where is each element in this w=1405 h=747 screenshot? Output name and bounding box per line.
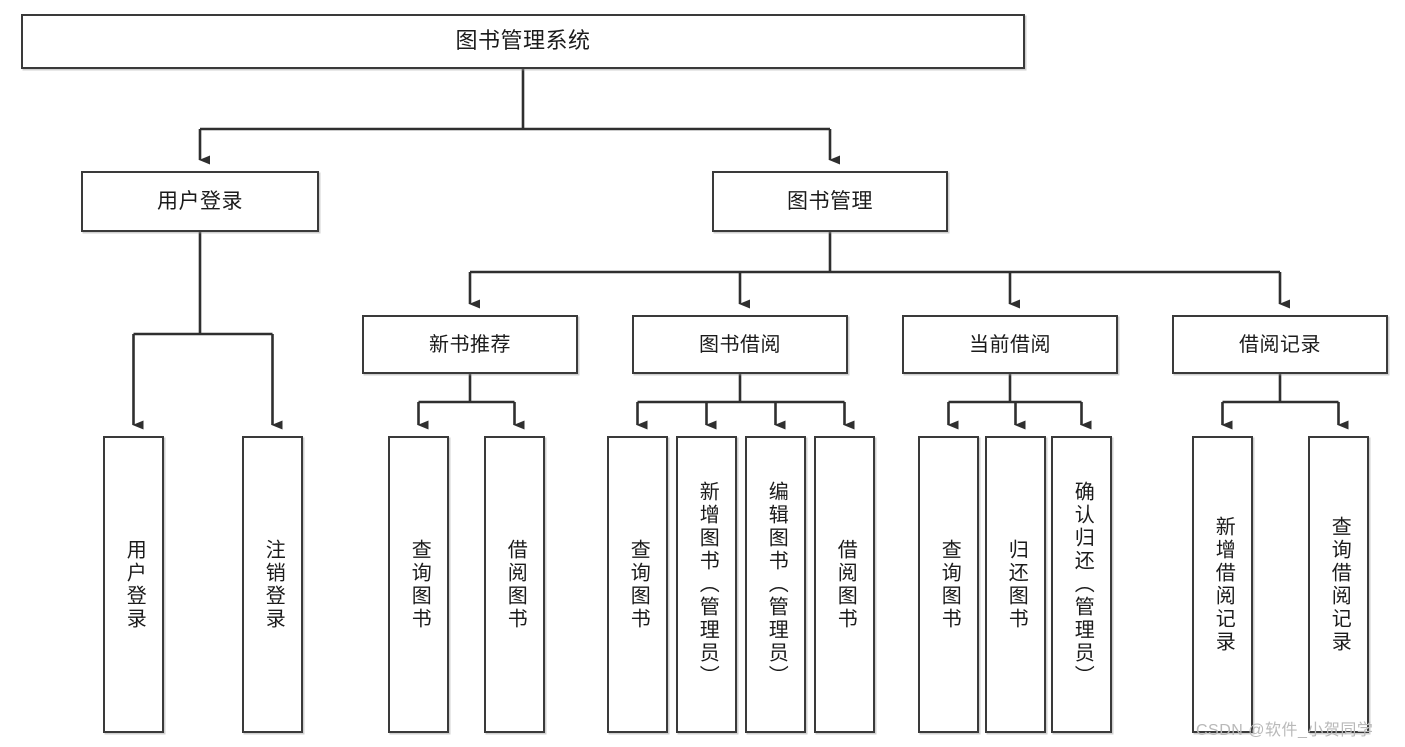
node-label: 图书管理 — [787, 189, 873, 213]
leaf-node-return-book[interactable]: 归还图书 — [985, 436, 1046, 733]
node-label: 新增借阅记录 — [1212, 515, 1235, 654]
leaf-node-user-login[interactable]: 用户登录 — [103, 436, 164, 733]
node-label: 确认归还（管理员） — [1071, 481, 1094, 688]
node-book-borrow[interactable]: 图书借阅 — [632, 315, 848, 374]
leaf-node-borrow-book-recommend[interactable]: 借阅图书 — [484, 436, 545, 733]
node-label: 借阅图书 — [834, 538, 857, 631]
node-label: 用户登录 — [157, 189, 243, 213]
node-label: 查询图书 — [938, 538, 961, 631]
node-label: 借阅图书 — [504, 538, 527, 631]
node-label: 查询图书 — [408, 538, 431, 631]
node-book-manage[interactable]: 图书管理 — [712, 171, 948, 232]
node-label: 当前借阅 — [969, 333, 1051, 356]
node-label: 注销登录 — [262, 538, 285, 631]
node-label: 新书推荐 — [429, 333, 511, 356]
leaf-node-add-borrow-record[interactable]: 新增借阅记录 — [1192, 436, 1253, 733]
node-label: 编辑图书（管理员） — [765, 481, 788, 688]
leaf-node-query-book-recommend[interactable]: 查询图书 — [388, 436, 449, 733]
csdn-watermark: CSDN @软件_小贺同学 — [1196, 722, 1374, 739]
leaf-node-query-book-current[interactable]: 查询图书 — [918, 436, 979, 733]
leaf-node-edit-book[interactable]: 编辑图书（管理员） — [745, 436, 806, 733]
leaf-node-confirm-return[interactable]: 确认归还（管理员） — [1051, 436, 1112, 733]
node-label: 新增图书（管理员） — [696, 481, 719, 688]
leaf-node-borrow-book[interactable]: 借阅图书 — [814, 436, 875, 733]
node-root-system[interactable]: 图书管理系统 — [21, 14, 1025, 69]
node-label: 图书管理系统 — [455, 28, 591, 54]
node-label: 归还图书 — [1005, 538, 1028, 631]
leaf-node-user-logout[interactable]: 注销登录 — [242, 436, 303, 733]
node-label: 查询图书 — [627, 538, 650, 631]
node-borrow-record[interactable]: 借阅记录 — [1172, 315, 1388, 374]
leaf-node-query-book-borrow[interactable]: 查询图书 — [607, 436, 668, 733]
leaf-node-add-book[interactable]: 新增图书（管理员） — [676, 436, 737, 733]
node-label: 用户登录 — [123, 538, 146, 631]
node-label: 图书借阅 — [699, 333, 781, 356]
leaf-node-query-borrow-record[interactable]: 查询借阅记录 — [1308, 436, 1369, 733]
node-user-login[interactable]: 用户登录 — [81, 171, 319, 232]
node-label: 查询借阅记录 — [1328, 515, 1351, 654]
node-label: 借阅记录 — [1239, 333, 1321, 356]
node-new-book-recommend[interactable]: 新书推荐 — [362, 315, 578, 374]
node-current-borrow[interactable]: 当前借阅 — [902, 315, 1118, 374]
